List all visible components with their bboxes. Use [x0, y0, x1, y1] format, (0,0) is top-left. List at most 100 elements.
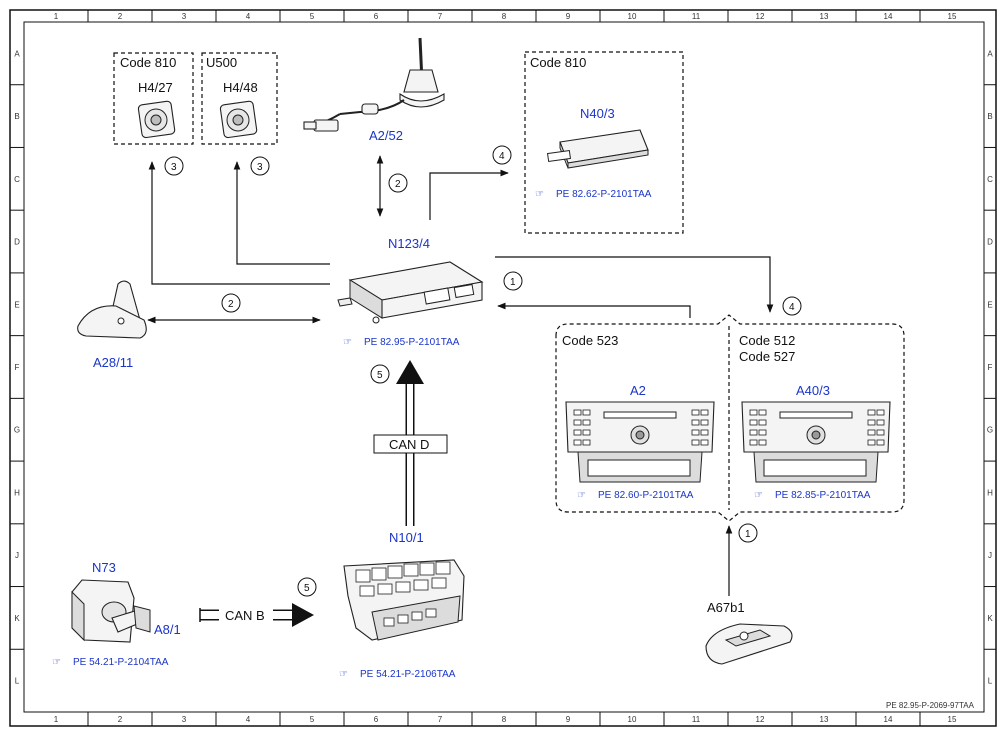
column-label-top: 7 [438, 12, 443, 21]
callout-5-cand: 5 [370, 364, 390, 384]
can-d-label: CAN D [389, 437, 429, 452]
a40-3-label: A40/3 [796, 383, 830, 398]
svg-text:1: 1 [745, 529, 751, 540]
column-label-top: 14 [884, 12, 893, 21]
h4-27-label: H4/27 [138, 80, 173, 95]
svg-text:2: 2 [395, 179, 401, 190]
a40-3-reference-link[interactable]: PE 82.85-P-2101TAA [775, 490, 871, 501]
column-label-top: 5 [310, 12, 315, 21]
speaker-h4-48-icon [219, 100, 258, 139]
code810-speaker-group: Code 810 H4/27 [113, 52, 194, 145]
n123-4-reference-link[interactable]: PE 82.95-P-2101TAA [364, 337, 460, 348]
a28-11-label: A28/11 [93, 355, 133, 370]
n123-4-label: N123/4 [388, 236, 430, 251]
can-b-label-box [219, 607, 273, 624]
a2-52-label: A2/52 [369, 128, 403, 143]
row-label-left: J [15, 551, 19, 560]
column-label-bottom: 13 [820, 715, 829, 724]
a2-reference-link[interactable]: PE 82.60-P-2101TAA [598, 490, 694, 501]
row-label-right: C [987, 175, 993, 184]
column-label-top: 8 [502, 12, 507, 21]
column-label-top: 13 [820, 12, 829, 21]
svg-text:1: 1 [510, 277, 516, 288]
a2-head-unit-icon [565, 401, 715, 483]
row-label-left: F [15, 363, 20, 372]
callout-4-top: 4 [492, 145, 512, 165]
n73-label: N73 [92, 560, 116, 575]
hand-pointer-icon: ☞ [343, 337, 352, 348]
svg-text:5: 5 [377, 370, 383, 381]
row-label-left: C [14, 175, 20, 184]
n123-4-module-icon [337, 261, 484, 324]
row-label-left: B [14, 112, 19, 121]
row-label-left: H [14, 488, 20, 497]
column-label-bottom: 3 [182, 715, 187, 724]
can-d-label-box [373, 434, 448, 454]
row-label-left: L [15, 677, 20, 686]
callouts: 2 3 3 4 2 1 4 5 1 5 [164, 145, 802, 597]
callout-3-left: 3 [164, 156, 184, 176]
row-label-right: D [987, 238, 993, 247]
row-label-right: E [987, 300, 992, 309]
u500-title: U500 [206, 55, 237, 70]
column-label-bottom: 6 [374, 715, 379, 724]
row-label-left: K [14, 614, 20, 623]
a67b1-label: A67b1 [707, 600, 745, 615]
h4-48-label: H4/48 [223, 80, 258, 95]
n40-3-label: N40/3 [580, 106, 615, 121]
callout-1-top: 1 [503, 271, 523, 291]
u500-speaker-group: U500 H4/48 [201, 52, 278, 145]
column-label-top: 3 [182, 12, 187, 21]
column-label-top: 2 [118, 12, 123, 21]
column-label-top: 1 [54, 12, 59, 21]
hand-pointer-icon: ☞ [339, 669, 348, 680]
row-label-right: K [987, 614, 993, 623]
row-label-right: G [987, 426, 993, 435]
antenna-a2-52-icon [303, 37, 445, 132]
column-label-bottom: 10 [628, 715, 637, 724]
column-label-top: 9 [566, 12, 571, 21]
code527-title: Code 527 [739, 349, 795, 364]
n40-3-reference-link[interactable]: PE 82.62-P-2101TAA [556, 189, 652, 200]
column-label-bottom: 4 [246, 715, 251, 724]
hand-pointer-icon: ☞ [577, 490, 586, 501]
frame [9, 9, 997, 727]
column-label-bottom: 5 [310, 715, 315, 724]
row-label-right: J [988, 551, 992, 560]
code810-large-title: Code 810 [530, 55, 586, 70]
n10-1-reference-link[interactable]: PE 54.21-P-2106TAA [360, 669, 456, 680]
n73-reference-link[interactable]: PE 54.21-P-2104TAA [73, 657, 169, 668]
n40-3-module-icon [546, 129, 649, 169]
column-label-top: 15 [948, 12, 957, 21]
column-label-top: 12 [756, 12, 765, 21]
connections [147, 155, 774, 627]
column-label-top: 6 [374, 12, 379, 21]
row-label-left: G [14, 426, 20, 435]
can-b-label: CAN B [225, 608, 265, 623]
n10-1-module-icon [343, 559, 465, 641]
svg-text:2: 2 [228, 299, 234, 310]
document-id: PE 82.95-P-2069-97TAA [886, 701, 975, 710]
callout-4-right: 4 [782, 296, 802, 316]
svg-text:4: 4 [789, 302, 795, 313]
callout-1-bottom: 1 [738, 523, 758, 543]
hand-pointer-icon: ☞ [754, 490, 763, 501]
row-label-left: D [14, 238, 20, 247]
column-label-top: 10 [628, 12, 637, 21]
a8-1-label: A8/1 [154, 622, 181, 637]
n73-ignition-switch-icon [71, 579, 151, 643]
n10-1-label: N10/1 [389, 530, 424, 545]
column-label-bottom: 2 [118, 715, 123, 724]
hand-pointer-icon: ☞ [535, 189, 544, 200]
svg-text:3: 3 [257, 162, 263, 173]
speaker-h4-27-icon [137, 100, 176, 139]
row-label-right: L [988, 677, 993, 686]
code810-n40-group: Code 810 N40/3 ☞ PE 82.62-P-2101TAA [524, 51, 684, 234]
column-label-bottom: 11 [692, 715, 701, 724]
column-label-top: 4 [246, 12, 251, 21]
callout-2-a28: 2 [221, 293, 241, 313]
callout-5-canb: 5 [297, 577, 317, 597]
column-label-bottom: 15 [948, 715, 957, 724]
a2-label: A2 [630, 383, 646, 398]
